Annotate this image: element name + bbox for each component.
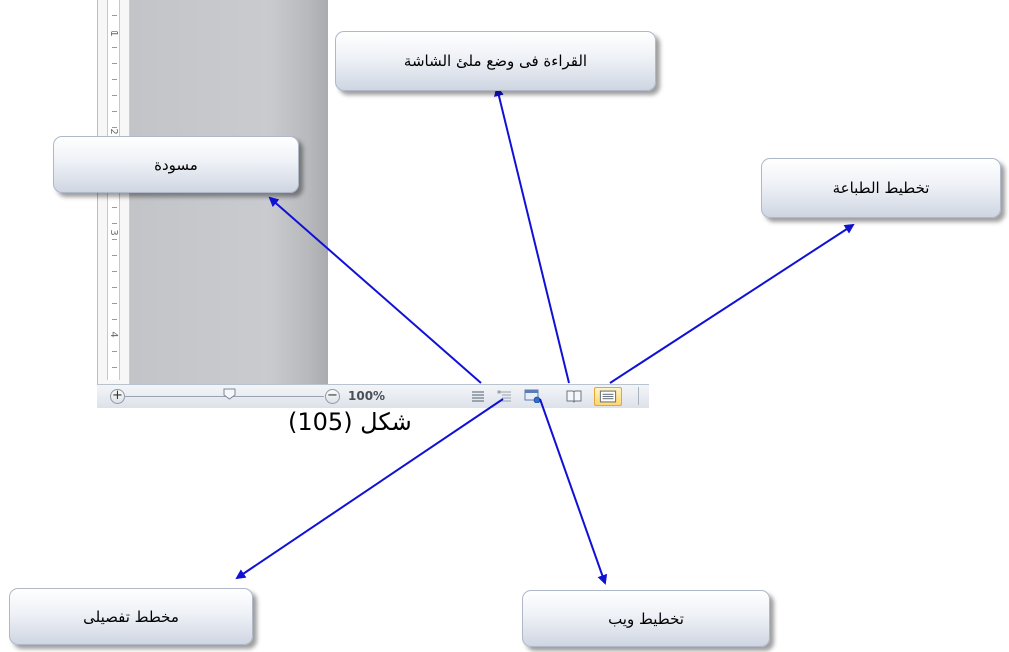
callout-print-layout: تخطيط الطباعة — [761, 158, 1001, 218]
print-layout-icon — [599, 390, 617, 403]
callout-label: تخطيط الطباعة — [832, 179, 930, 197]
figure-caption: شكل (105) — [288, 408, 412, 436]
outline-icon — [497, 390, 511, 402]
callout-web-layout: تخطيط ويب — [522, 590, 770, 647]
zoom-out-button[interactable]: − — [325, 389, 340, 404]
callout-full-screen-reading: القراءة فى وضع ملئ الشاشة — [335, 31, 656, 91]
callout-label: تخطيط ويب — [608, 609, 684, 628]
web-layout-icon — [524, 389, 540, 403]
zoom-out-icon: − — [327, 388, 338, 403]
draft-icon — [472, 391, 484, 402]
outline-view-button[interactable] — [497, 389, 513, 403]
web-layout-view-button[interactable] — [524, 389, 540, 403]
book-icon — [566, 390, 582, 403]
print-layout-view-button[interactable] — [594, 387, 622, 406]
arrow-outline — [235, 398, 504, 580]
full-screen-reading-view-button[interactable] — [566, 389, 582, 403]
arrow-full-screen-reading — [494, 86, 570, 384]
callout-outline: مخطط تفصيلى — [9, 588, 253, 645]
arrow-web-layout — [539, 398, 608, 585]
arrow-print-layout — [609, 223, 855, 384]
zoom-level[interactable]: 100% — [348, 389, 386, 403]
zoom-slider-track[interactable] — [124, 396, 324, 397]
status-bar-separator — [638, 387, 639, 405]
arrow-draft — [268, 196, 482, 384]
zoom-in-icon: + — [112, 388, 123, 403]
draft-view-button[interactable] — [470, 389, 486, 403]
callout-label: القراءة فى وضع ملئ الشاشة — [403, 52, 588, 70]
callout-draft: مسودة — [53, 136, 299, 193]
callout-label: مسودة — [154, 155, 198, 174]
zoom-slider-thumb[interactable] — [223, 388, 236, 400]
callout-label: مخطط تفصيلى — [83, 607, 179, 626]
